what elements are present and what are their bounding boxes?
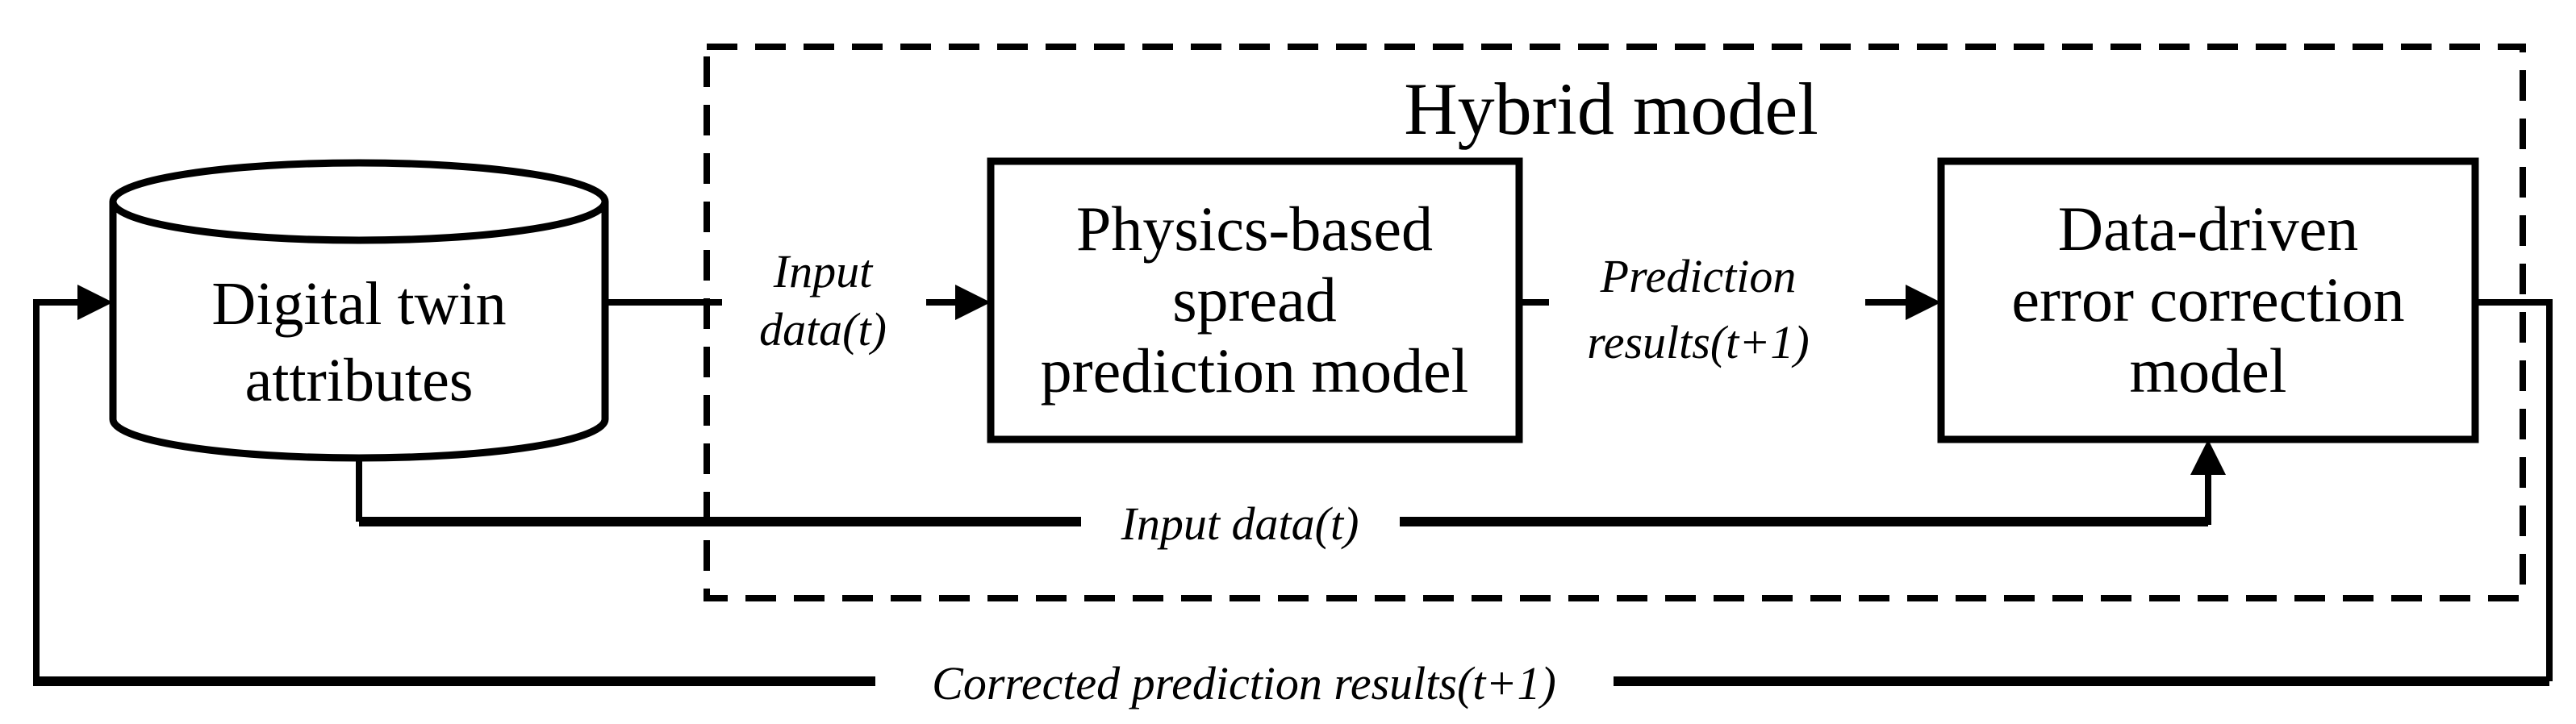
physics-model-box-border xyxy=(987,157,1523,443)
feedback-loop-corrected-results: Corrected prediction results(t+1) xyxy=(33,285,2553,709)
corrected-results-label: Corrected prediction results(t+1) xyxy=(932,657,1556,709)
hybrid-model-title: Hybrid model xyxy=(1404,68,1818,150)
input-data-top-label-line2: data(t) xyxy=(759,303,887,356)
feedback-left-connector xyxy=(33,299,82,686)
arrowhead-into-error-box xyxy=(1906,285,1941,320)
prediction-results-label-line1: Prediction xyxy=(1600,250,1797,302)
arrowhead-into-physics-box xyxy=(955,285,991,320)
hybrid-model-dashed-border xyxy=(703,44,2526,601)
datastore-label-line2: attributes xyxy=(245,347,474,414)
cylinder-top-shape xyxy=(109,159,609,244)
prediction-results-label-line2: results(t+1) xyxy=(1587,316,1809,368)
physics-model-box: Physics-based spread prediction model xyxy=(987,157,1523,443)
flow-prediction-results: Prediction results(t+1) xyxy=(1519,250,1941,368)
error-correction-label-line1: Data-driven xyxy=(2058,193,2358,264)
flow-input-data-bottom: Input data(t) xyxy=(356,439,2226,550)
flow-input-data-top: Input data(t) xyxy=(605,245,991,356)
arrowhead-into-error-box-bottom xyxy=(2190,439,2226,475)
digital-twin-datastore: Digital twin attributes xyxy=(109,159,609,462)
physics-model-label-line3: prediction model xyxy=(1041,335,1469,406)
error-correction-label-line2: error correction xyxy=(2011,264,2404,335)
datastore-label-line1: Digital twin xyxy=(211,270,506,338)
physics-model-label-line1: Physics-based xyxy=(1076,193,1433,264)
error-correction-box: Data-driven error correction model xyxy=(1937,157,2479,443)
feedback-right-connector xyxy=(2475,299,2553,681)
error-correction-box-border xyxy=(1937,157,2479,443)
error-correction-label-line3: model xyxy=(2130,335,2287,406)
arrowhead-into-datastore xyxy=(77,285,113,320)
physics-model-label-line2: spread xyxy=(1172,264,1337,335)
input-data-bottom-label: Input data(t) xyxy=(1121,497,1359,550)
hybrid-model-container: Hybrid model xyxy=(703,44,2526,601)
input-data-top-label-line1: Input xyxy=(773,245,874,298)
